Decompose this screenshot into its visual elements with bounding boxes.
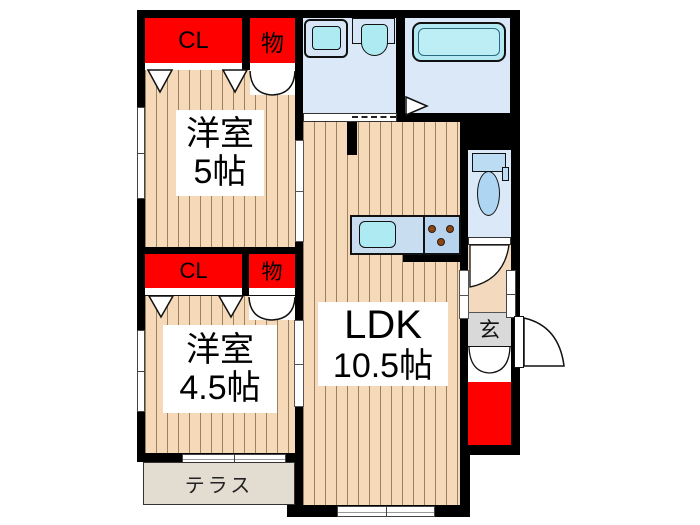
ldk-name: LDK [344, 302, 422, 347]
front-door-swing-icon [523, 317, 565, 367]
closet-mono2-text: 物 [261, 261, 283, 284]
stove-burner-icon [446, 225, 454, 233]
closet-cl1-text: CL [178, 26, 209, 54]
bedroom2-sliding-door [294, 320, 304, 407]
closet-cl2-label: CL [145, 254, 242, 288]
washroom-sliding-door [352, 116, 396, 118]
bedroom2-name: 洋室 [186, 330, 254, 369]
ldk-label: LDK 10.5帖 [318, 302, 448, 386]
stove-burner-icon [428, 225, 436, 233]
entrance-text: 玄 [479, 319, 500, 342]
closet-mono1-box [250, 18, 295, 63]
bathtub-icon [412, 22, 506, 62]
terrace-label: テラス [184, 475, 254, 497]
kitchen-counter [350, 215, 461, 255]
closet-cl1-box [145, 18, 242, 63]
hallway-floor [468, 245, 511, 312]
washroom-door-sill [303, 113, 397, 122]
toilet-tank-icon [472, 153, 506, 172]
ldk-size: 10.5帖 [332, 347, 434, 386]
washroom-floor [303, 18, 396, 113]
closet-cl2-text: CL [179, 258, 208, 283]
bedroom1-window [137, 107, 145, 199]
wall-stub-kitchen [403, 255, 461, 262]
bedroom1-size: 5帖 [193, 153, 247, 191]
washing-machine-icon [312, 26, 341, 50]
entrance-door-region [468, 346, 511, 374]
ldk-window [337, 506, 435, 517]
ldk-hallway-door [459, 270, 469, 319]
hallway-window [506, 270, 516, 318]
stove-burner-icon [437, 238, 445, 246]
wall-stub-washroom [347, 122, 357, 155]
bedroom2-window [137, 330, 145, 412]
entrance-door-leaf [514, 316, 524, 368]
bedroom1-label: 洋室 5帖 [176, 110, 264, 196]
toilet-bowl-icon [477, 171, 500, 216]
closet-cl2-sill [145, 288, 242, 296]
shoe-storage-box [468, 382, 511, 445]
closet-cl2-box [145, 254, 242, 288]
terrace-area: テラス [143, 462, 295, 505]
bedroom2-size: 4.5帖 [179, 369, 261, 407]
closet-mono2-box [249, 254, 295, 288]
bath-floor [405, 18, 510, 113]
closet-mono2-sill [249, 288, 295, 296]
closet-mono1-label: 物 [250, 18, 295, 63]
closet-cl1-label: CL [145, 18, 242, 63]
entrance-label: 玄 [468, 316, 511, 342]
closet-mono1-text: 物 [261, 29, 284, 56]
toilet-handle-icon [502, 167, 509, 181]
kitchen-sink-icon [359, 221, 396, 248]
closet-mono2-label: 物 [249, 254, 295, 288]
washing-machine-pan-icon [304, 19, 348, 58]
stove-section [423, 217, 459, 253]
bathtub-inner [418, 28, 500, 56]
bedroom1-sliding-door [295, 140, 304, 242]
toilet-door-sill [468, 237, 511, 245]
bedroom1-name: 洋室 [186, 114, 254, 153]
bedroom2-label: 洋室 4.5帖 [163, 325, 277, 413]
vanity-sink-icon [361, 24, 388, 56]
